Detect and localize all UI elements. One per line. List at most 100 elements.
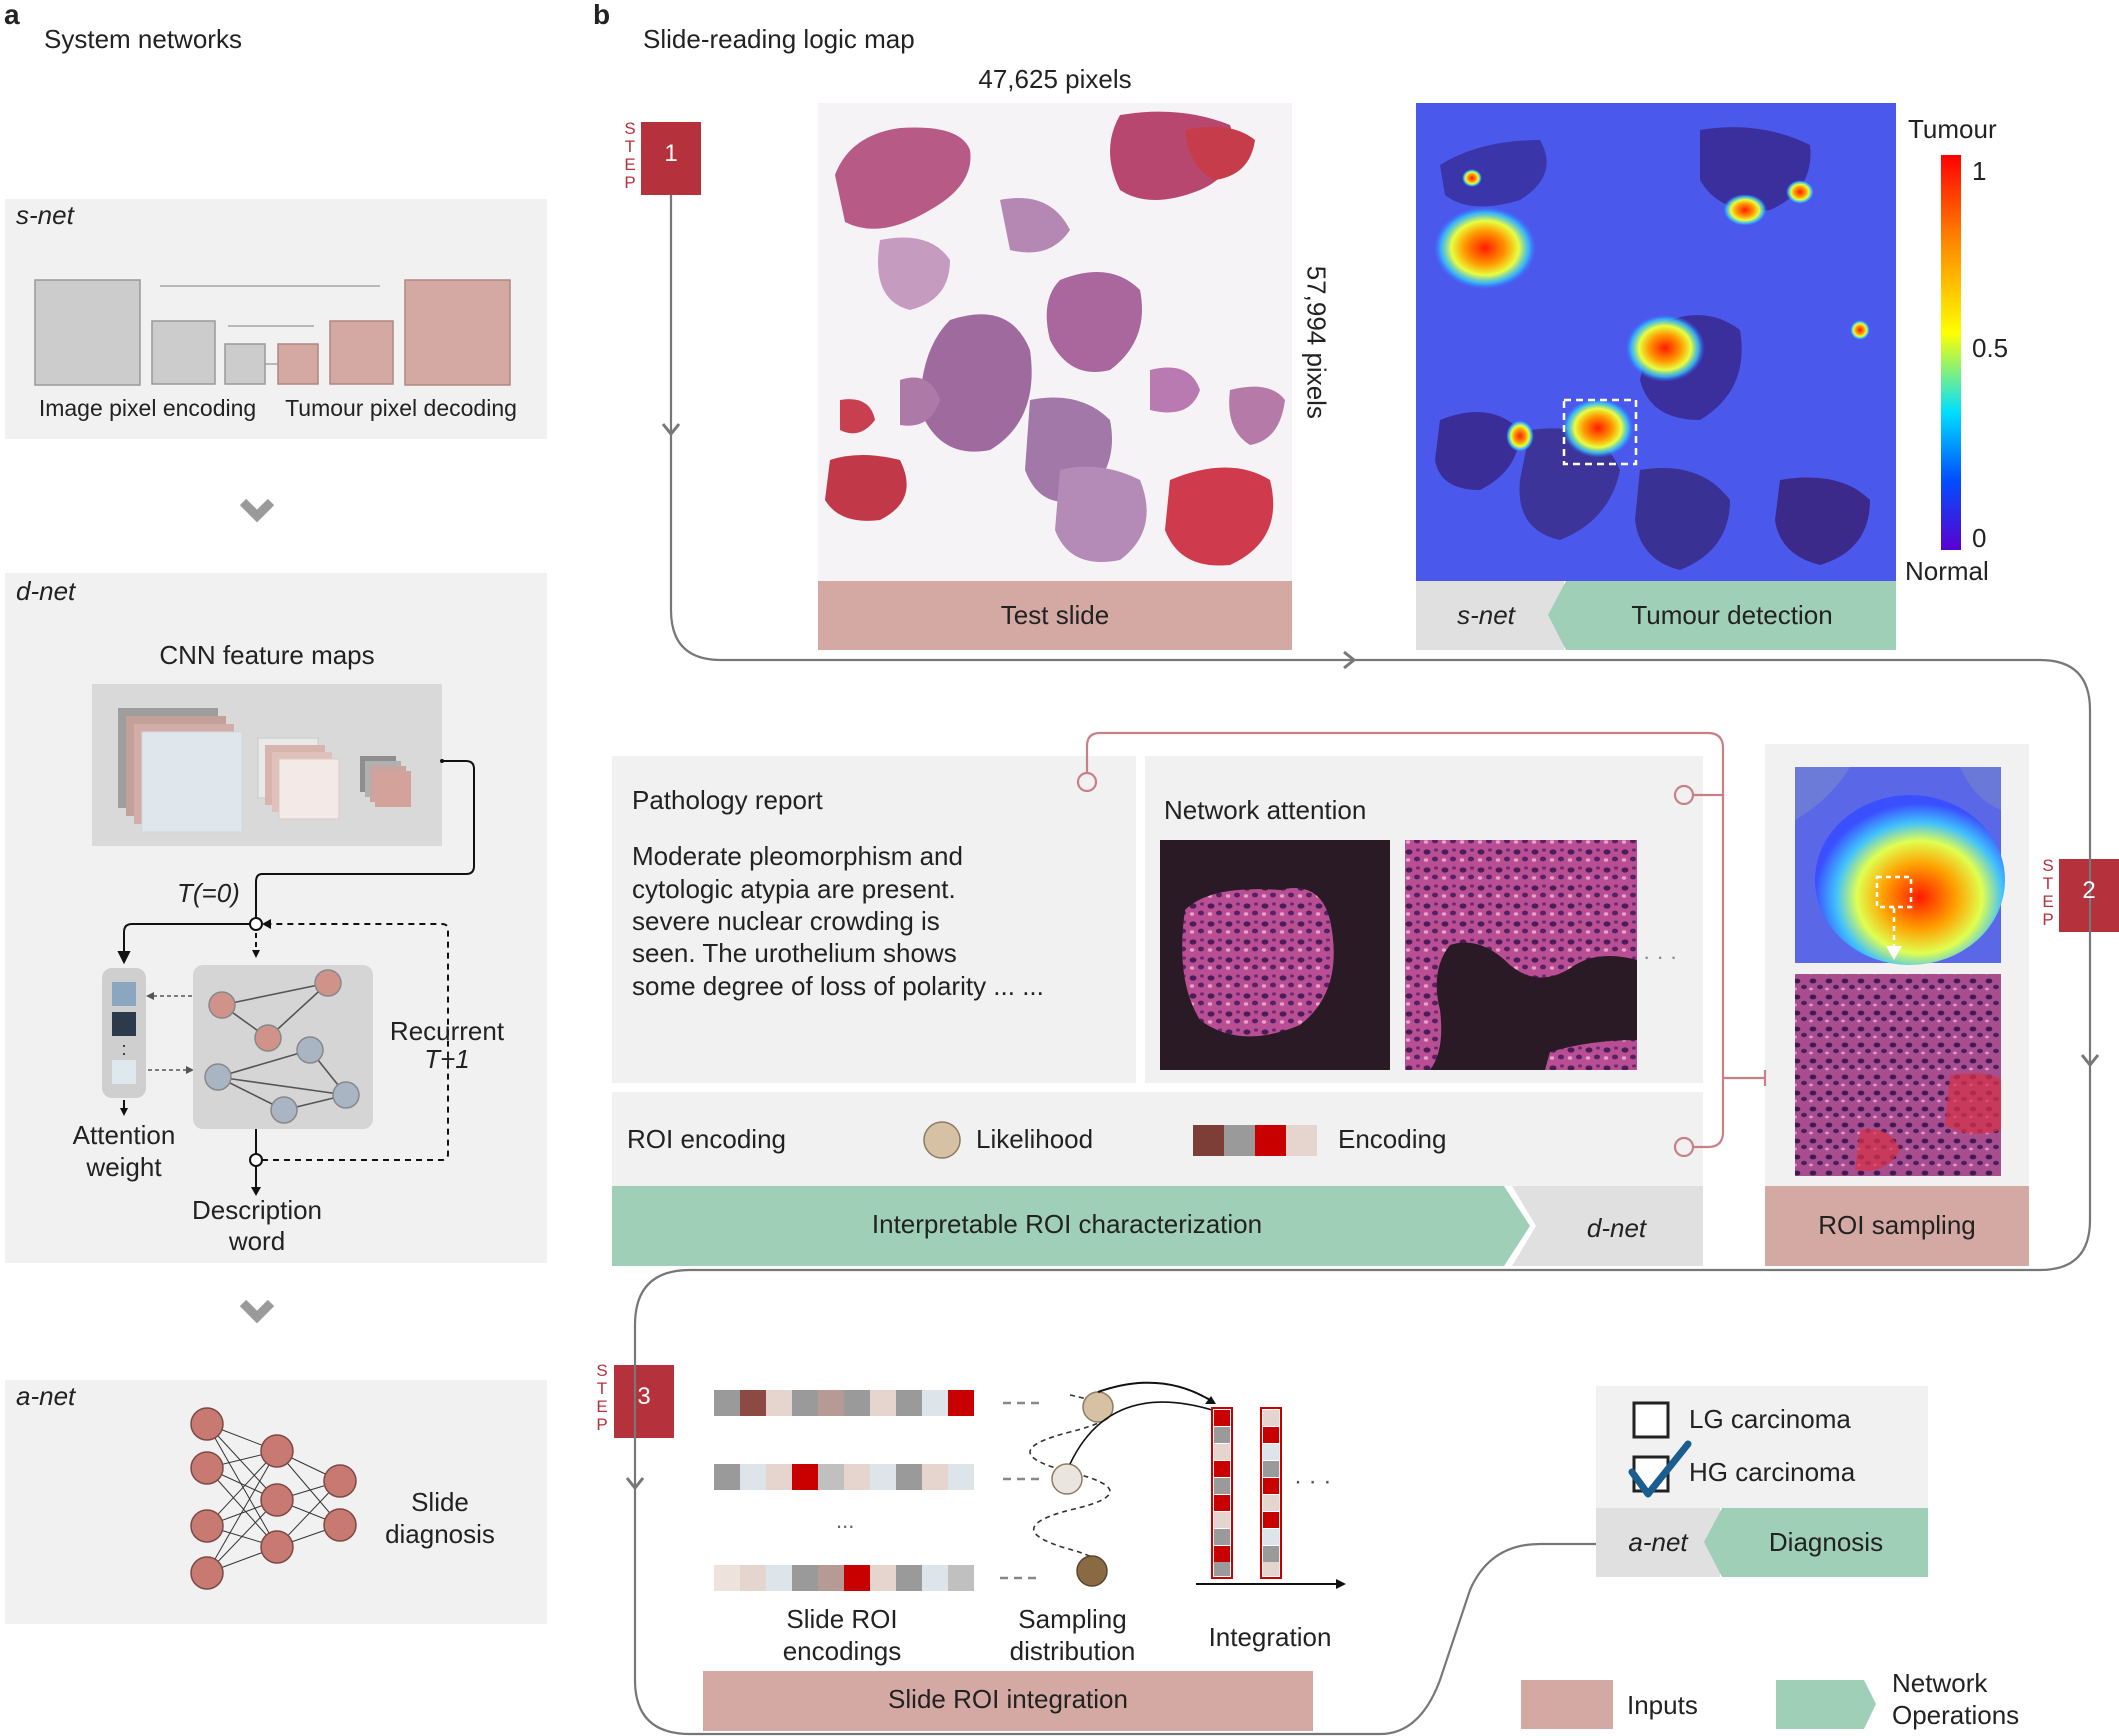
- anet-mlp: [190, 1407, 357, 1590]
- dnet-tag-label: d-net: [1586, 1213, 1647, 1243]
- chevron-down-icon: [239, 1299, 275, 1324]
- diagnosis-label: Diagnosis: [1768, 1527, 1884, 1557]
- colorbar-tick-1: 1: [1972, 156, 1987, 186]
- step-3-number: 3: [637, 1383, 651, 1410]
- step-1-number: 1: [664, 140, 678, 167]
- sampling-label-1: Sampling: [1018, 1604, 1127, 1634]
- roi-connector-lines: [1085, 731, 1767, 1149]
- legend-operations-label-1: Network: [1892, 1668, 1988, 1698]
- anet-tag-label: a-net: [1628, 1527, 1688, 1557]
- flow-arrow-icon: [625, 1477, 645, 1491]
- snet-tag-box: [1416, 581, 1564, 650]
- roi-encoding-label: ROI encoding: [627, 1124, 786, 1154]
- pathology-report-title: Pathology report: [632, 785, 823, 815]
- integration-ellipsis: · · ·: [1294, 1468, 1332, 1495]
- network-attention-title: Network attention: [1164, 795, 1367, 825]
- report-line: some degree of loss of polarity ... ...: [632, 971, 1044, 1001]
- step-1-box: [641, 122, 701, 195]
- snet-tag-label: s-net: [1457, 600, 1515, 630]
- snet-label: s-net: [16, 200, 74, 230]
- recurrent-node: [249, 917, 263, 931]
- t0-label: T(=0): [177, 878, 240, 908]
- step-word-1: STEP: [624, 119, 636, 192]
- slide-roi-encodings: [714, 1390, 974, 1591]
- main-flow-line: [633, 195, 2092, 1736]
- attention-image-2: [1405, 840, 1637, 1070]
- colorbar-tick-05: 0.5: [1972, 333, 2009, 363]
- t-plus-label: T+1: [424, 1044, 470, 1074]
- test-slide-image: [818, 103, 1292, 581]
- anet-label: a-net: [16, 1381, 76, 1411]
- sampling-label-2: distribution: [1009, 1636, 1136, 1666]
- colorbar-top-label: Tumour: [1908, 114, 1997, 144]
- lg-checkbox[interactable]: [1632, 1401, 1670, 1439]
- description-label-1: Description: [191, 1195, 323, 1225]
- legend-inputs-label: Inputs: [1627, 1690, 1698, 1720]
- height-pixels-label: 57,994 pixels: [1301, 265, 1332, 419]
- hg-carcinoma-label: HG carcinoma: [1689, 1457, 1856, 1487]
- encoding-swatch: [1193, 1125, 1317, 1156]
- integration-label: Integration: [1208, 1622, 1332, 1652]
- attention-image-1: [1160, 840, 1390, 1070]
- encodings-vertical-ellipsis: ...: [836, 1508, 855, 1533]
- panel-b-title: Slide-reading logic map: [643, 24, 915, 54]
- attention-vector: :: [102, 968, 146, 1098]
- colorbar-bottom-label: Normal: [1905, 556, 1989, 586]
- snet-decoding-label: Tumour pixel decoding: [285, 395, 517, 421]
- panel-a-title: System networks: [44, 24, 242, 54]
- slide-diagnosis-label-2: diagnosis: [385, 1519, 495, 1549]
- roi-sampling-label: ROI sampling: [1818, 1210, 1976, 1240]
- flow-arrow-icon: [661, 423, 681, 437]
- cnn-feature-maps-label: CNN feature maps: [159, 640, 375, 670]
- tumour-detection-box: [1548, 581, 1896, 650]
- legend-operations-label-2: Operations: [1892, 1700, 2020, 1730]
- report-line: severe nuclear crowding is: [632, 906, 940, 936]
- dnet-label: d-net: [16, 576, 76, 606]
- legend-operations-swatch: [1776, 1680, 1876, 1729]
- tumour-detection-label: Tumour detection: [1631, 600, 1833, 630]
- check-icon: [1628, 1440, 1692, 1498]
- roi-sampling-label-box: [1765, 1186, 2029, 1266]
- attention-ellipsis: · · ·: [1643, 944, 1678, 969]
- output-node: [249, 1153, 263, 1167]
- encoding-label: Encoding: [1338, 1124, 1447, 1154]
- report-line: cytologic atypia are present.: [632, 874, 956, 904]
- attention-label-2: weight: [86, 1152, 162, 1182]
- flow-arrow-icon: [1343, 650, 1357, 670]
- test-slide-label: Test slide: [1000, 600, 1110, 630]
- diagnosis-box: [1704, 1508, 1928, 1577]
- dnet-tag-box: [1512, 1186, 1703, 1266]
- likelihood-icon: [923, 1121, 961, 1159]
- colorbar-tick-0: 0: [1972, 523, 1987, 553]
- attention-graph: [193, 965, 373, 1129]
- svg-text::: :: [121, 1039, 126, 1059]
- test-slide-label-box: [818, 581, 1292, 650]
- legend-inputs-swatch: [1521, 1680, 1613, 1729]
- step-3-box: [614, 1365, 674, 1438]
- anet-tag-box: [1596, 1508, 1720, 1577]
- step-2-number: 2: [2082, 877, 2096, 904]
- roi-encoding-panel: [612, 1092, 1703, 1186]
- interpretable-roi-box: [612, 1186, 1530, 1266]
- snet-encoding-label: Image pixel encoding: [38, 395, 257, 421]
- panel-b-letter: b: [593, 0, 611, 30]
- step-word-3: STEP: [596, 1361, 608, 1434]
- slide-diagnosis-label-1: Slide: [411, 1487, 469, 1517]
- roi-patch-image: [1795, 974, 2001, 1176]
- panel-a-letter: a: [4, 0, 20, 30]
- colorbar: [1941, 155, 1961, 550]
- slide-roi-integration-label: Slide ROI integration: [888, 1684, 1128, 1714]
- report-line: seen. The urothelium shows: [632, 938, 957, 968]
- slide-roi-encodings-label-1: Slide ROI: [786, 1604, 898, 1634]
- pathology-report-panel: [612, 756, 1136, 1083]
- step-word-2: STEP: [2042, 856, 2054, 929]
- flow-arrow-icon: [2080, 1054, 2100, 1068]
- description-label-2: word: [228, 1226, 286, 1256]
- interpretable-roi-label: Interpretable ROI characterization: [871, 1209, 1263, 1239]
- lg-carcinoma-label: LG carcinoma: [1689, 1404, 1851, 1434]
- slide-roi-integration-box: [703, 1671, 1313, 1731]
- cnn-feature-maps: [92, 684, 442, 846]
- likelihood-label: Likelihood: [976, 1124, 1094, 1154]
- recurrent-label: Recurrent: [389, 1016, 505, 1046]
